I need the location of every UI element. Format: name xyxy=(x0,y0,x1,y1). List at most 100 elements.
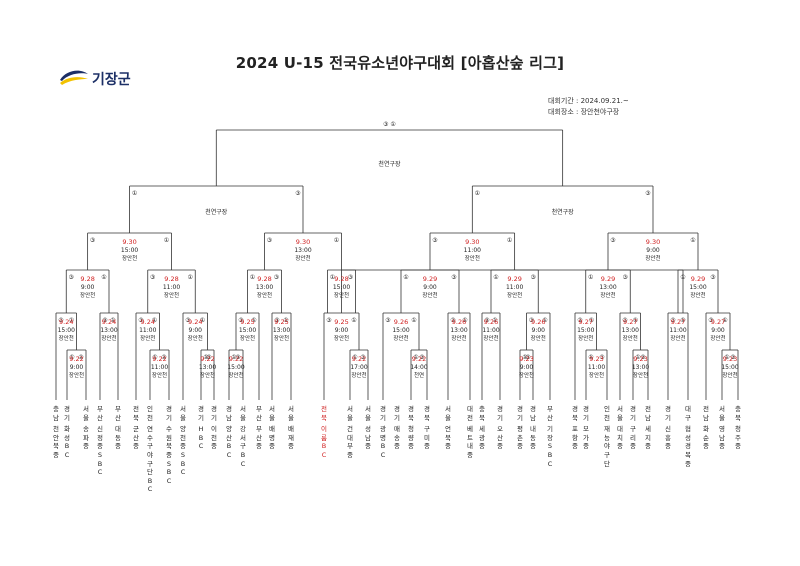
match-r4c-time: 11:00 xyxy=(464,247,481,254)
match-r2o-venue: 장안천 xyxy=(710,334,725,342)
match-r2e-mark-left: ③ xyxy=(238,317,243,324)
match-r2f-mark-right: ① xyxy=(283,317,288,324)
match-r2k-mark-left: ③ xyxy=(529,317,534,324)
team-name: 재 능 야 구 단 xyxy=(604,425,610,468)
match-r2d-time: 9:00 xyxy=(189,327,203,334)
match-r2b-time: 13:00 xyxy=(100,327,117,334)
team-region: 경 기 xyxy=(517,405,523,422)
team-region: 경 기 xyxy=(497,405,503,422)
team-region: 경 기 xyxy=(198,405,204,422)
match-r1f-mark-left: ① xyxy=(413,354,418,361)
match-sf-right-mark-right: ③ xyxy=(645,190,650,197)
match-r2b-mark-left: ③ xyxy=(102,317,107,324)
match-r2i-mark-left: ③ xyxy=(450,317,455,324)
match-r3c-date: 9.28 xyxy=(257,275,271,283)
match-r2h-mark-left: ③ xyxy=(385,317,390,324)
match-r2d-date: 9.24 xyxy=(188,318,202,326)
semi-right-venue: 천연구장 xyxy=(552,208,575,216)
match-r2a-time: 15:00 xyxy=(58,327,75,334)
match-r1g-date: 9.23 xyxy=(519,355,533,363)
match-r1c-time: 13:00 xyxy=(199,364,216,371)
match-r1i-mark-right: ③ xyxy=(640,354,645,361)
match-r1h-mark-right: ③ xyxy=(599,354,604,361)
match-r2g-time: 9:00 xyxy=(335,327,349,334)
team-region: 충 북 xyxy=(479,405,485,422)
match-r2g-mark-left: ③ xyxy=(326,317,331,324)
team-region: 부 산 xyxy=(547,405,553,422)
match-r4c-mark-right: ① xyxy=(507,237,512,244)
match-r2h-venue: 장안천 xyxy=(393,334,408,342)
match-r2k-venue: 장안천 xyxy=(531,334,546,342)
team-name: 광 명 B C xyxy=(380,425,386,459)
match-r3g-date: 9.29 xyxy=(601,275,615,283)
match-r1a-venue: 장안천 xyxy=(69,371,84,379)
match-r3h-venue: 장안천 xyxy=(690,291,705,299)
team-region: 부 산 xyxy=(97,405,103,422)
team-name: 내 동 중 xyxy=(530,425,536,451)
match-r1j-venue: 장안천 xyxy=(722,371,737,379)
match-r4a-venue: 장안천 xyxy=(122,254,137,262)
match-r2m-date: 9.27 xyxy=(623,318,637,326)
team-name: 기 장 S B C xyxy=(547,425,553,468)
match-r2o-mark-left: ③ xyxy=(708,317,713,324)
match-r2i-mark-right: ① xyxy=(462,317,467,324)
match-r2a-mark-right: ① xyxy=(69,317,74,324)
match-r4d-venue: 장안천 xyxy=(645,254,660,262)
team-region: 서 울 xyxy=(719,405,725,422)
team-name: 구 리 중 xyxy=(630,425,636,451)
match-r2c-venue: 장안천 xyxy=(140,334,155,342)
team-region: 대 전 xyxy=(467,405,473,422)
match-r2o-time: 9:00 xyxy=(711,327,725,334)
team-name: 건 대 부 중 xyxy=(347,425,353,459)
match-r3g-mark-right: ③ xyxy=(623,274,628,281)
match-sf-left-mark-left: ① xyxy=(132,190,137,197)
match-r2n-date: 9.27 xyxy=(671,318,685,326)
team-region: 서 울 xyxy=(445,405,451,422)
match-r2k-time: 9:00 xyxy=(532,327,546,334)
match-r3a-date: 9.28 xyxy=(80,275,94,283)
match-r3e-mark-left: ① xyxy=(403,274,408,281)
team-name: 매 송 중 xyxy=(394,425,400,451)
match-r2n-time: 11:00 xyxy=(669,327,686,334)
match-r2m-venue: 장안천 xyxy=(623,334,638,342)
match-r1h-venue: 장안천 xyxy=(589,371,604,379)
match-r3a-mark-right: ① xyxy=(101,274,106,281)
team-name: 세 지 중 xyxy=(645,425,651,451)
match-r2b-mark-right: ① xyxy=(110,317,115,324)
match-r3b-date: 9.28 xyxy=(164,275,178,283)
team-name: 신 흥 중 xyxy=(665,425,671,451)
match-r2i-venue: 장안천 xyxy=(451,334,466,342)
match-r1g-mark-right: ③ xyxy=(525,354,530,361)
match-r3h-mark-right: ③ xyxy=(710,274,715,281)
match-r3e-venue: 장안천 xyxy=(422,291,437,299)
match-r1d-mark-left: ① xyxy=(231,354,236,361)
team-region: 경 북 xyxy=(572,405,578,422)
match-r3b-mark-left: ③ xyxy=(150,274,155,281)
match-r2d-mark-right: ① xyxy=(200,317,205,324)
team-region: 서 울 xyxy=(288,405,294,422)
info-period: 대회기간 : 2024.09.21.~ xyxy=(548,97,629,105)
match-r1j-time: 15:00 xyxy=(721,364,738,371)
match-r4b-mark-left: ③ xyxy=(267,237,272,244)
logo-text: 기장군 xyxy=(92,72,131,88)
team-region: 경 기 xyxy=(380,405,386,422)
match-r1d-venue: 장안천 xyxy=(228,371,243,379)
team-name: 평 촌 중 xyxy=(517,425,523,451)
